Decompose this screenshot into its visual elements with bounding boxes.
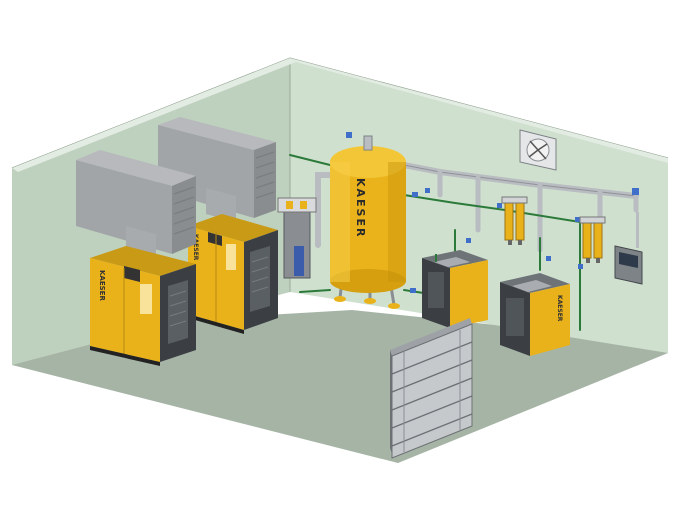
compressor-left-brand-label: KAESER <box>98 270 106 301</box>
tank-brand-label: KAESER <box>354 178 367 238</box>
wall-top-left <box>12 58 296 172</box>
wall-top-back <box>290 58 668 163</box>
dryer-brand-label: KAESER <box>556 295 563 322</box>
filter-unit-1 <box>501 196 528 245</box>
wall-vent-fan <box>519 129 557 171</box>
compressor-left: KAESER <box>76 150 196 366</box>
control-panel <box>614 212 643 285</box>
filter-unit-2 <box>579 216 606 263</box>
refrigeration-dryer-1 <box>422 250 488 328</box>
condensate-unit <box>277 197 317 279</box>
air-receiver-tank: KAESER <box>330 135 406 309</box>
refrigeration-dryer-2: KAESER <box>500 273 570 356</box>
compressor-right-brand-label: KAESER <box>192 234 199 261</box>
storage-shelf <box>390 318 473 459</box>
